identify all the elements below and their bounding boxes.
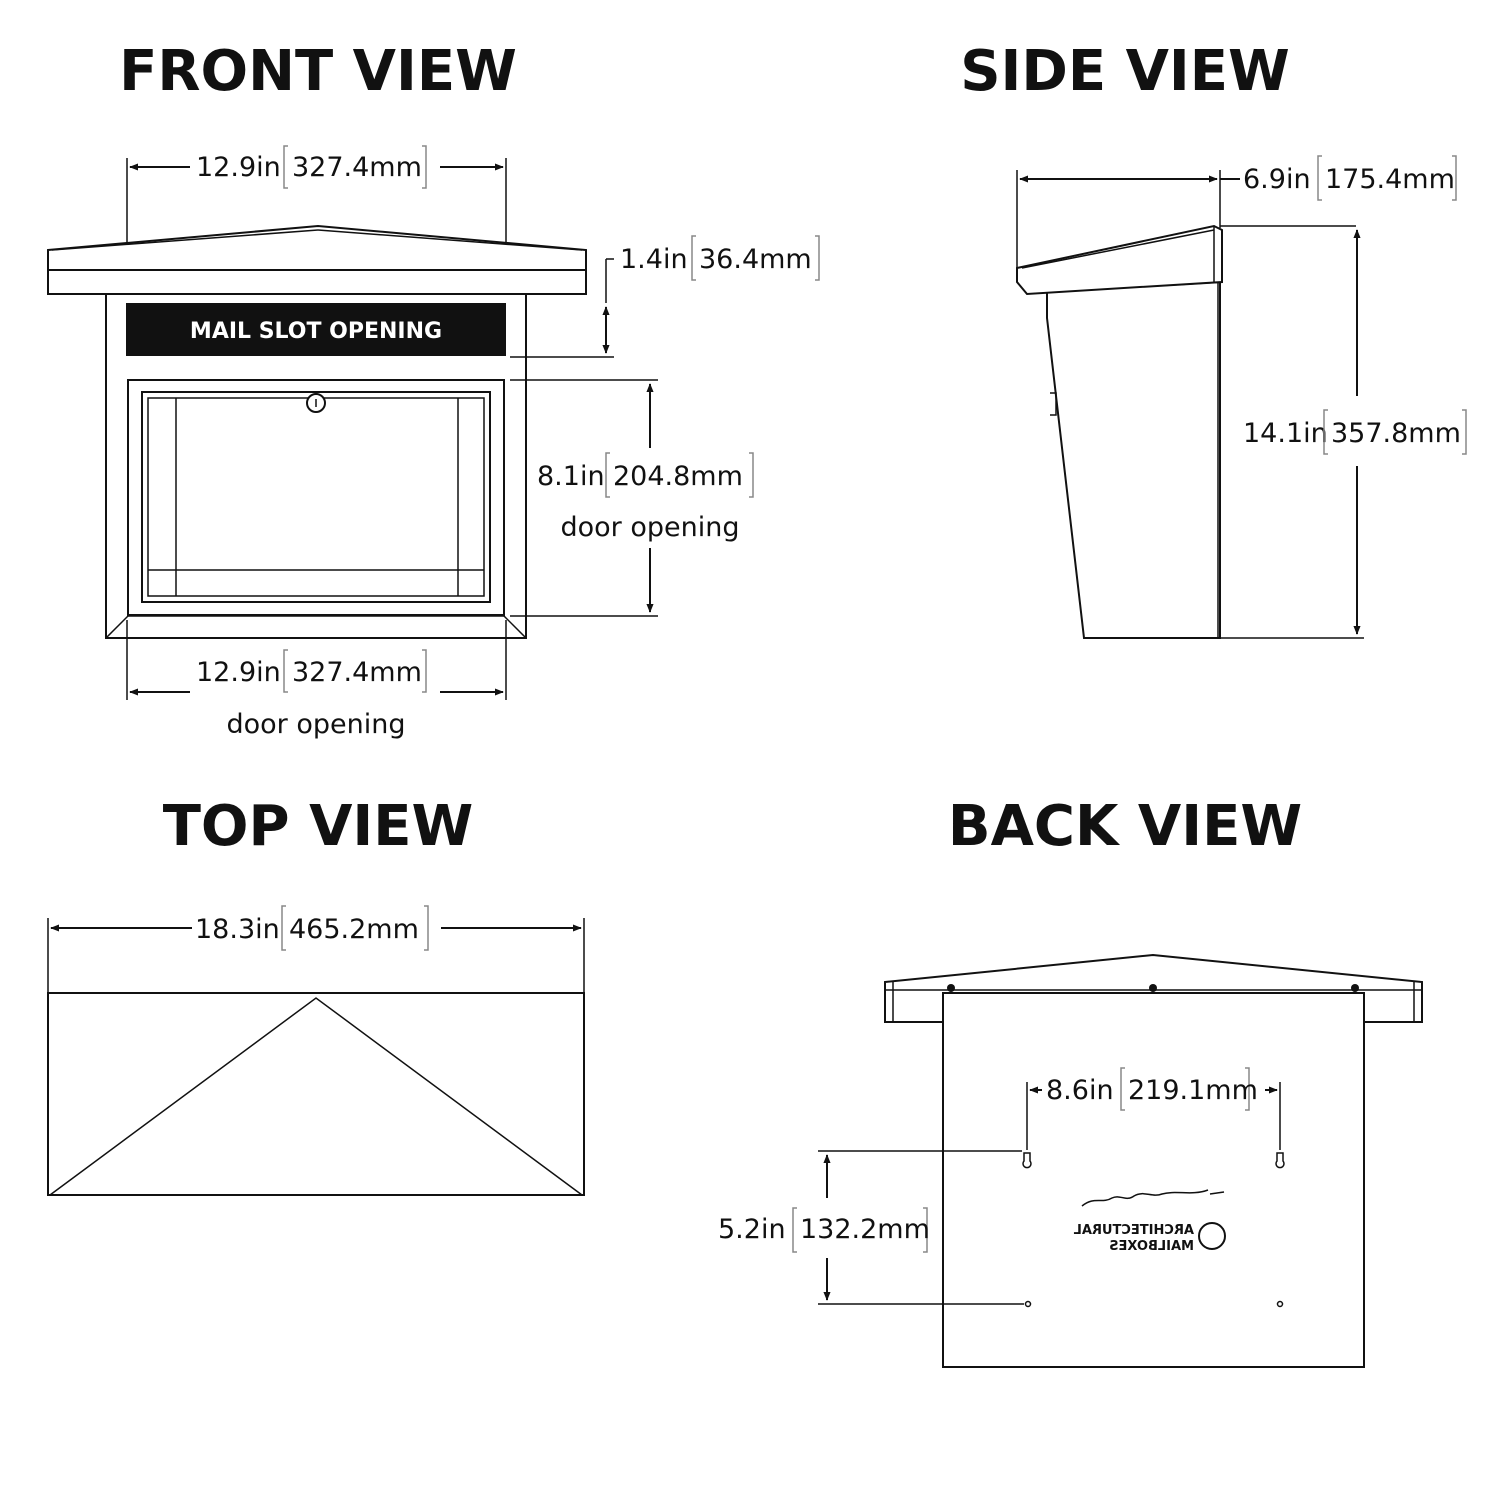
front-slot-height-mm: 36.4mm [699,244,812,275]
side-depth-inches: 6.9in [1243,164,1311,195]
logo-line2: MAILBOXES [1109,1239,1194,1254]
side-view-title: SIDE VIEW [960,39,1290,104]
top-width-mm: 465.2mm [289,914,419,945]
front-slot-height-dimension: 1.4in 36.4mm [510,235,820,358]
front-top-width-mm: 327.4mm [292,152,422,183]
back-hole-spacing-dimension: 8.6in 219.1mm [1026,1067,1281,1150]
mail-slot-label: MAIL SLOT OPENING [190,319,442,344]
screw-icon [1149,984,1157,992]
front-door-width-mm: 327.4mm [292,657,422,688]
mail-slot [126,303,506,356]
logo-mark: ARCHITECTURAL MAILBOXES [1074,1222,1226,1254]
side-view: SIDE VIEW 6.9in 175.4mm 14. [960,39,1467,639]
mounting-hole-icon [1024,1300,1032,1308]
front-mailbox-drawing: MAIL SLOT OPENING [47,224,587,639]
front-top-width-dimension: 12.9in 327.4mm [126,145,507,380]
back-hole-vertical-mm: 132.2mm [800,1214,930,1245]
front-slot-height-inches: 1.4in [620,244,688,275]
side-mailbox-drawing [1016,224,1364,639]
back-hole-spacing-inches: 8.6in [1046,1075,1114,1106]
top-view-title: TOP VIEW [163,794,474,859]
front-view: FRONT VIEW 12.9in 327.4mm [47,39,820,740]
top-mailbox-drawing [47,992,585,1196]
logo-icon [1198,1222,1226,1250]
side-depth-dimension: 6.9in 175.4mm [1016,155,1457,268]
back-view: BACK VIEW ARCHITECTURAL MAILBOXES [718,794,1423,1368]
back-hole-vertical-inches: 5.2in [718,1214,786,1245]
back-view-title: BACK VIEW [948,794,1302,859]
side-height-mm: 357.8mm [1331,418,1461,449]
front-door-height-note: door opening [561,512,740,543]
back-mailbox-drawing: ARCHITECTURAL MAILBOXES [884,953,1423,1368]
front-view-title: FRONT VIEW [119,39,517,104]
front-door-width-dimension: 12.9in 327.4mm door opening [126,620,507,740]
side-height-dimension: 14.1in 357.8mm [1243,229,1467,635]
logo-line1: ARCHITECTURAL [1074,1223,1194,1238]
top-width-dimension: 18.3in 465.2mm [47,905,585,993]
front-door-width-inches: 12.9in [196,657,281,688]
front-door-height-mm: 204.8mm [613,461,743,492]
top-width-inches: 18.3in [195,914,280,945]
side-depth-mm: 175.4mm [1325,164,1455,195]
top-view: TOP VIEW 18.3in 465.2mm [47,794,585,1196]
screw-icon [1351,984,1359,992]
front-door-height-inches: 8.1in [537,461,605,492]
back-hole-vertical-dimension: 5.2in 132.2mm [718,1150,1024,1305]
signature-icon [1081,1189,1225,1207]
mounting-hole-icon [1276,1300,1284,1308]
keyhole-slot-icon [1022,1152,1032,1169]
front-door-height-dimension: 8.1in 204.8mm door opening [510,379,754,617]
back-hole-spacing-mm: 219.1mm [1128,1075,1258,1106]
side-height-inches: 14.1in [1243,418,1328,449]
front-door-width-note: door opening [227,709,406,740]
front-top-width-inches: 12.9in [196,152,281,183]
keyhole-slot-icon [1275,1152,1285,1169]
screw-icon [947,984,955,992]
